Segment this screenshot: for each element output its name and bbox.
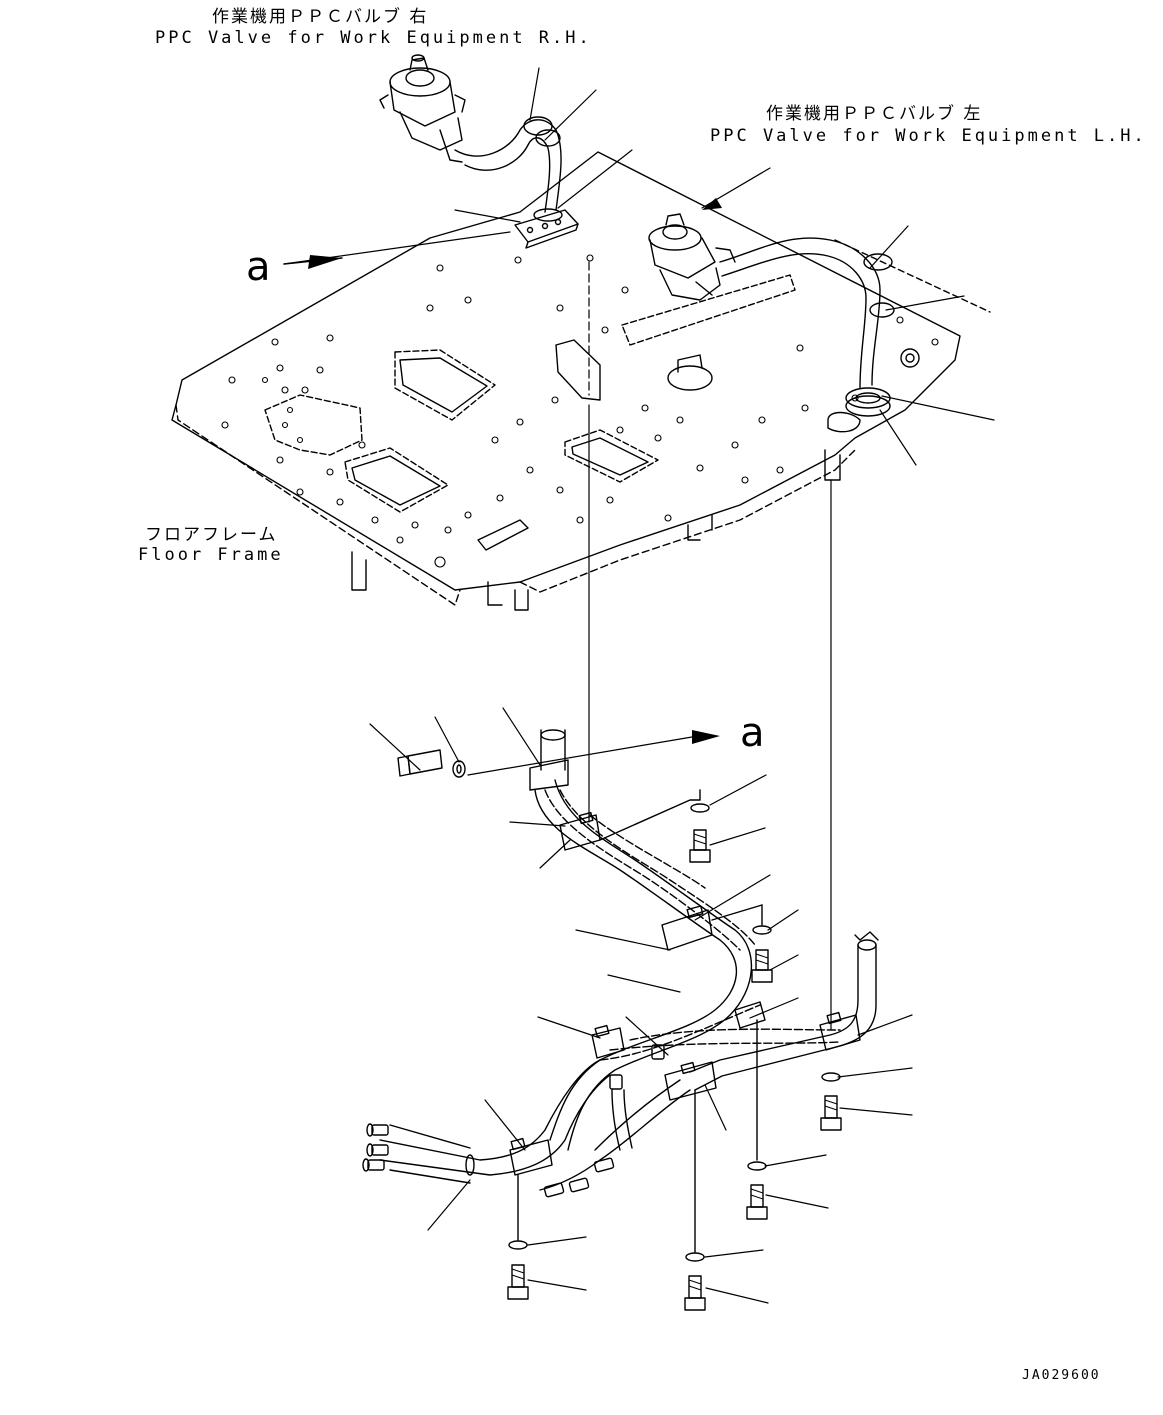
leader-lines-lower bbox=[369, 707, 913, 1304]
drawing-code: JA029600 bbox=[1022, 1368, 1101, 1383]
floor-frame-label-jp: フロアフレーム bbox=[145, 525, 278, 545]
floor-frame bbox=[171, 151, 991, 611]
leader-lines-upper bbox=[283, 67, 995, 1031]
ppc-valve-lh-drawing bbox=[648, 213, 895, 417]
ppc-valve-rh-drawing bbox=[379, 54, 579, 249]
reference-a-top: a bbox=[246, 244, 272, 290]
valve-lh-label-en: PPC Valve for Work Equipment L.H. bbox=[710, 126, 1147, 146]
bolts-washers bbox=[507, 789, 842, 1311]
hose-assembly bbox=[362, 729, 879, 1198]
floor-frame-label-en: Floor Frame bbox=[138, 545, 284, 565]
reference-a-bottom: a bbox=[740, 710, 766, 756]
valve-rh-label-jp: 作業機用ＰＰＣバルブ 右 bbox=[212, 7, 429, 27]
valve-rh-label-en: PPC Valve for Work Equipment R.H. bbox=[155, 28, 592, 48]
valve-lh-label-jp: 作業機用ＰＰＣバルブ 左 bbox=[766, 104, 983, 124]
hose-fittings-left bbox=[362, 1123, 389, 1172]
